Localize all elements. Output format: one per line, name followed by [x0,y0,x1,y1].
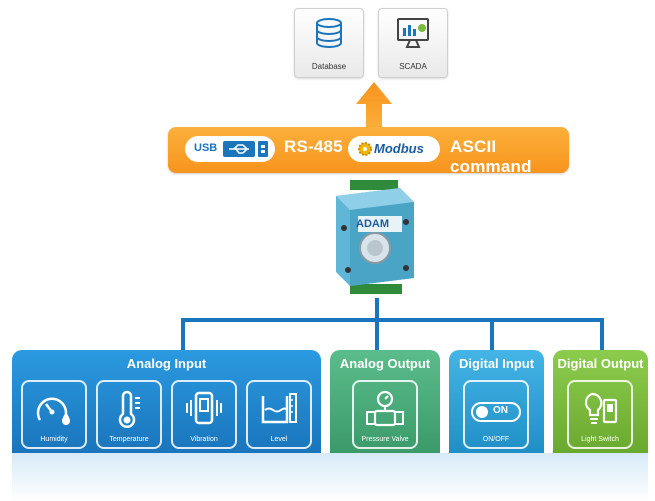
bus-horizontal [181,318,604,322]
modbus-label: Modbus [374,141,424,156]
rs485-label: RS-485 [284,137,343,156]
vibration-tile: Vibration [171,380,237,449]
modbus-gear-icon [358,142,372,156]
scada-monitor-icon [397,18,429,48]
pressure-valve-tile: Pressure Valve [352,380,418,449]
scada-label: SCADA [399,62,427,71]
database-icon [316,18,342,49]
toggle-switch-icon: ON [471,402,521,422]
level-tile: Level [246,380,312,449]
database-label: Database [311,62,347,71]
level-tank-icon [261,393,297,424]
temperature-tile: Temperature [96,380,162,449]
usb-icon [223,141,268,157]
digital-output-title: Digital Output [557,356,644,371]
scada-box: SCADA [378,8,448,78]
humidity-label: Humidity [40,436,68,443]
usb-pill: USB [185,136,275,162]
temperature-label: Temperature [109,436,149,443]
modbus-pill: Modbus [348,136,440,162]
switch-on-text: ON [493,405,508,416]
pressure-valve-label: Pressure Valve [361,436,409,443]
usb-label: USB [194,142,218,154]
on-off-tile: ON ON/OFF [463,380,529,449]
thermometer-icon [118,390,140,428]
ascii-command-label: ASCII command [450,137,532,176]
light-switch-icon [584,392,618,424]
pressure-valve-icon [366,390,404,427]
analog-input-title: Analog Input [126,356,207,371]
digital-output-panel: Digital Output Light Switch [553,350,648,453]
vibration-label: Vibration [190,436,218,443]
analog-output-title: Analog Output [339,356,431,371]
bus-vertical-main [375,298,379,320]
analog-input-panel: Analog Input Humidity Temperature Vibrat… [12,350,321,453]
analog-output-panel: Analog Output Pressure Valve [330,350,440,453]
device-brand-label: ADAM [356,218,389,230]
level-label: Level [270,436,288,443]
reflection [12,453,648,501]
on-off-label: ON/OFF [482,436,510,443]
database-box: Database [294,8,364,78]
upward-arrow-icon [356,82,392,132]
humidity-tile: Humidity [21,380,87,449]
humidity-gauge-icon [36,397,70,425]
light-switch-label: Light Switch [581,436,619,443]
vibration-icon [186,391,222,425]
bus-drop-analog-output [375,318,379,350]
light-switch-tile: Light Switch [567,380,633,449]
bus-drop-analog-input [181,318,185,350]
adam-device-image [336,180,414,294]
bus-drop-digital-input [490,318,494,350]
protocol-bar: USB RS-485 Modbus ASCII command [168,127,569,176]
digital-input-panel: Digital Input ON ON/OFF [449,350,544,453]
bus-drop-digital-output [600,318,604,350]
digital-input-title: Digital Input [458,356,535,371]
